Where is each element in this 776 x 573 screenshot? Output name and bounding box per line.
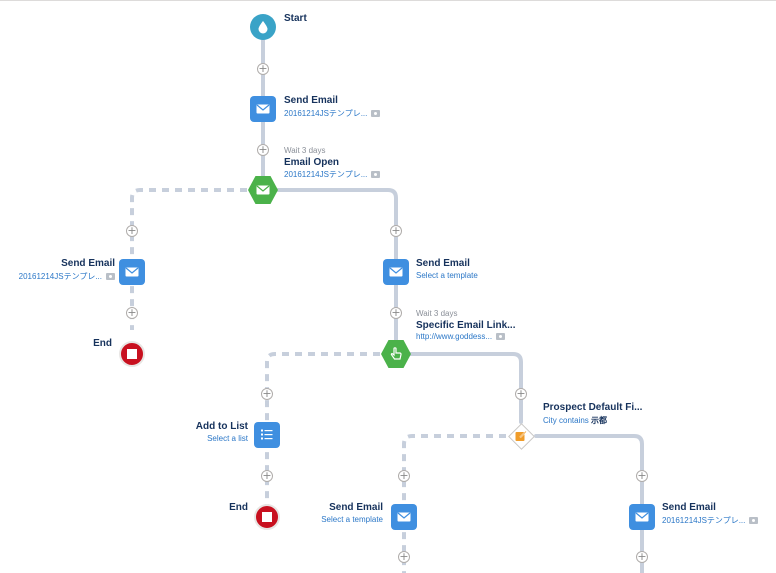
envelope-icon [635, 512, 649, 522]
node-title: Specific Email Link... [416, 320, 516, 331]
add-step-button[interactable]: + [261, 387, 273, 400]
edit-icon [515, 430, 527, 441]
envelope-icon [389, 267, 403, 277]
template-link[interactable]: 20161214JSテンプレ... [18, 271, 115, 282]
camera-icon[interactable] [371, 110, 381, 118]
add-step-button[interactable]: + [398, 469, 410, 482]
node-title: Prospect Default Fi... [543, 402, 643, 413]
send-email-info: Send Email Select a template [300, 502, 383, 524]
add-step-button[interactable]: + [390, 306, 402, 319]
camera-icon[interactable] [106, 273, 115, 281]
end-node[interactable] [254, 504, 280, 530]
camera-icon[interactable] [496, 333, 506, 341]
select-list-link[interactable]: Select a list [207, 434, 248, 443]
add-to-list-info: Add to List Select a list [160, 421, 248, 443]
envelope-icon [125, 267, 139, 277]
end-label: End [93, 338, 112, 349]
select-template-link[interactable]: Select a template [416, 271, 478, 280]
template-link[interactable]: 20161214JSテンプレ... [284, 108, 381, 119]
rule-value: 示都 [591, 416, 608, 425]
add-step-button[interactable]: + [390, 224, 402, 237]
end-label: End [229, 502, 248, 513]
list-icon [261, 429, 273, 440]
template-link[interactable]: 20161214JSテンプレ... [284, 169, 381, 180]
stop-icon [262, 512, 272, 522]
camera-icon[interactable] [749, 517, 759, 525]
send-email-node[interactable] [383, 259, 409, 285]
add-step-button[interactable]: + [398, 550, 410, 563]
rule-condition[interactable]: City contains 示都 [543, 416, 608, 425]
node-title: Send Email [662, 502, 716, 513]
start-node[interactable] [250, 14, 276, 40]
envelope-icon [256, 185, 270, 195]
send-email-node[interactable] [391, 504, 417, 530]
add-step-button[interactable]: + [261, 469, 273, 482]
drop-icon [258, 21, 268, 34]
send-email-info: Send Email 20161214JSテンプレ... [662, 502, 759, 526]
envelope-icon [256, 104, 270, 114]
pointer-hand-icon [390, 347, 402, 360]
send-email-info: Send Email 20161214JSテンプレ... [284, 95, 381, 119]
rule-node[interactable] [507, 422, 535, 450]
node-title: Send Email [284, 95, 338, 106]
send-email-node[interactable] [119, 259, 145, 285]
envelope-icon [397, 512, 411, 522]
node-title: Send Email [61, 258, 115, 269]
link-url[interactable]: http://www.goddess... [416, 332, 515, 341]
select-template-link[interactable]: Select a template [321, 515, 383, 524]
add-step-button[interactable]: + [126, 306, 138, 319]
template-link[interactable]: 20161214JSテンプレ... [662, 515, 759, 526]
add-step-button[interactable]: + [636, 469, 648, 482]
stop-icon [127, 349, 137, 359]
camera-icon[interactable] [371, 171, 381, 179]
add-step-button[interactable]: + [126, 224, 138, 237]
send-email-info: Send Email 20161214JSテンプレ... [18, 258, 115, 282]
node-title: Email Open [284, 157, 340, 168]
send-email-info: Send Email Select a template [416, 258, 478, 280]
wait-label: Wait 3 days [416, 309, 458, 318]
node-title: Add to List [195, 421, 248, 432]
email-open-trigger-node[interactable] [248, 176, 278, 204]
send-email-node[interactable] [629, 504, 655, 530]
add-to-list-node[interactable] [254, 422, 280, 448]
rule-info: Prospect Default Fi... City contains 示都 [543, 402, 642, 426]
add-step-button[interactable]: + [515, 387, 527, 400]
wait-label: Wait 3 days [284, 146, 326, 155]
send-email-node[interactable] [250, 96, 276, 122]
add-step-button[interactable]: + [257, 62, 269, 75]
top-divider [0, 0, 776, 1]
node-title: Send Email [329, 502, 383, 513]
end-node[interactable] [119, 341, 145, 367]
trigger-info: Wait 3 days Email Open 20161214JSテンプレ... [284, 146, 381, 180]
start-label: Start [284, 13, 307, 24]
trigger-info: Wait 3 days Specific Email Link... http:… [416, 309, 515, 341]
add-step-button[interactable]: + [257, 143, 269, 156]
add-step-button[interactable]: + [636, 550, 648, 563]
node-title: Send Email [416, 258, 470, 269]
